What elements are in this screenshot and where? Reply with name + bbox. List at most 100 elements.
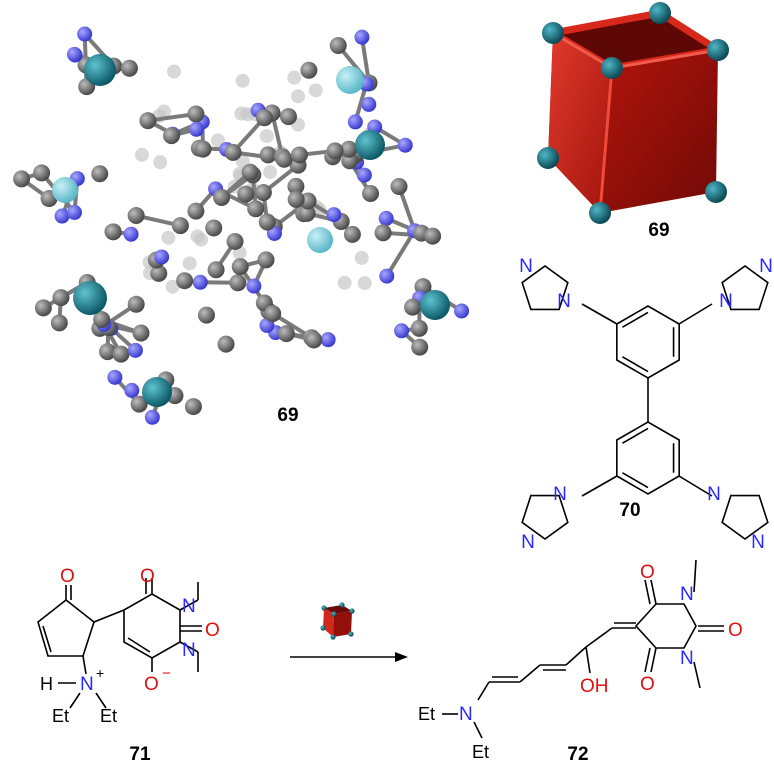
atom-sphere-nitrogen	[66, 46, 82, 62]
atom-o-urea: O	[205, 620, 220, 641]
atom-sphere-carbon	[139, 112, 157, 130]
atom-sphere-carbon	[362, 184, 380, 202]
cage-ball-and-stick-model	[13, 26, 470, 425]
atom-sphere-carbon	[279, 108, 297, 126]
atom-sphere-carbon	[287, 177, 305, 195]
compound-72-atoms: Et N Et OH O N O N O	[418, 562, 743, 762]
charge-plus: +	[96, 665, 104, 681]
atom-sphere-faint	[182, 256, 197, 271]
atom-n-imidazole: N	[557, 291, 571, 312]
atom-sphere-nitrogen	[54, 208, 70, 224]
ethyl-2: Et	[100, 706, 117, 726]
atom-sphere-nitrogen	[66, 204, 82, 220]
label-71: 71	[129, 744, 151, 765]
atom-sphere-carbon	[410, 319, 428, 337]
atom-sphere-carbon	[33, 164, 51, 182]
atom-n-top: N	[680, 584, 694, 605]
atom-sphere-carbon	[264, 305, 282, 323]
atom-sphere-metal	[84, 54, 116, 86]
atom-sphere-carbon	[50, 314, 68, 332]
atom-sphere-faint	[287, 70, 302, 85]
atom-sphere-carbon	[241, 163, 259, 181]
atom-sphere-carbon	[247, 200, 265, 218]
atom-n-imidazole: N	[707, 484, 721, 505]
atom-o-bottom: O	[640, 674, 655, 695]
compound-70-structure	[521, 265, 769, 540]
atom-sphere-carbon	[229, 274, 247, 292]
atom-sphere-carbon	[231, 258, 249, 276]
atom-sphere-carbon	[277, 325, 295, 343]
atom-sphere-carbon	[162, 127, 180, 145]
ethyl-3: Et	[418, 704, 435, 724]
cube-schematic	[543, 9, 728, 214]
atom-sphere-carbon	[176, 272, 194, 290]
atom-sphere-nitrogen	[77, 26, 93, 42]
atom-sphere-faint	[210, 133, 225, 148]
atom-sphere-carbon	[217, 335, 235, 353]
atom-sphere-faint	[308, 83, 323, 98]
atom-sphere-nitrogen	[394, 323, 410, 339]
label-69-cube: 69	[648, 220, 669, 241]
atom-sphere-carbon	[290, 146, 308, 164]
atom-sphere-carbon	[374, 224, 392, 242]
atom-n-ammonium: N	[80, 674, 94, 695]
label-72: 72	[567, 744, 588, 765]
atom-sphere-carbon	[52, 289, 70, 307]
compound-71-structure	[37, 578, 202, 709]
atom-sphere-faint	[157, 104, 172, 119]
atom-sphere-carbon	[34, 299, 52, 317]
atom-sphere-carbon	[184, 398, 202, 416]
atom-sphere-nitrogen	[188, 121, 204, 137]
atom-sphere-carbon	[150, 264, 168, 282]
atom-sphere-carbon	[187, 105, 205, 123]
atom-sphere-metal	[52, 177, 78, 203]
atom-n-bottom: N	[680, 648, 694, 669]
atom-sphere-carbon	[205, 219, 223, 237]
atom-sphere-metal	[420, 290, 450, 320]
atom-h: H	[40, 674, 53, 694]
label-69-model: 69	[277, 405, 298, 426]
cube-vertex-sphere	[589, 202, 611, 224]
atom-sphere-nitrogen	[454, 303, 470, 319]
atom-sphere-metal	[142, 377, 172, 407]
atom-sphere-carbon	[194, 140, 212, 158]
atom-n-imidazole: N	[553, 484, 567, 505]
atom-sphere-faint	[337, 275, 352, 290]
atom-o-top: O	[640, 562, 655, 583]
atom-n3: N	[182, 640, 196, 661]
atom-sphere-faint	[134, 147, 149, 162]
atom-sphere-nitrogen	[320, 332, 336, 348]
atom-sphere-carbon	[258, 213, 276, 231]
ethyl-4: Et	[472, 742, 489, 762]
cube-vertex-sphere	[601, 57, 623, 79]
atom-n-imidazole: N	[759, 256, 773, 277]
atom-o-carbonyl: O	[140, 566, 155, 587]
bond-stick	[385, 229, 417, 278]
atom-sphere-carbon	[127, 295, 145, 313]
atom-sphere-carbon	[130, 395, 148, 413]
atom-sphere-metal	[336, 66, 364, 94]
atom-o-ketone: O	[60, 566, 75, 587]
atom-sphere-carbon	[207, 261, 225, 279]
atom-sphere-carbon	[13, 170, 31, 188]
atom-sphere-nitrogen	[246, 278, 262, 294]
atom-sphere-faint	[259, 128, 274, 143]
atom-sphere-faint	[354, 250, 369, 265]
atom-sphere-carbon	[112, 345, 130, 363]
atom-sphere-nitrogen	[347, 114, 363, 130]
atom-sphere-carbon	[340, 140, 358, 158]
atom-sphere-nitrogen	[326, 207, 342, 223]
atom-sphere-nitrogen	[361, 96, 377, 112]
atom-sphere-carbon	[424, 227, 442, 245]
atom-sphere-carbon	[213, 189, 231, 207]
atom-n1: N	[182, 596, 196, 617]
ethyl-1: Et	[52, 706, 69, 726]
atom-sphere-metal	[355, 130, 385, 160]
atom-o-enolate: O	[144, 674, 159, 695]
compound-72-structure	[442, 559, 724, 739]
atom-sphere-faint	[161, 230, 176, 245]
atom-sphere-carbon	[226, 232, 244, 250]
atom-sphere-carbon	[237, 185, 255, 203]
